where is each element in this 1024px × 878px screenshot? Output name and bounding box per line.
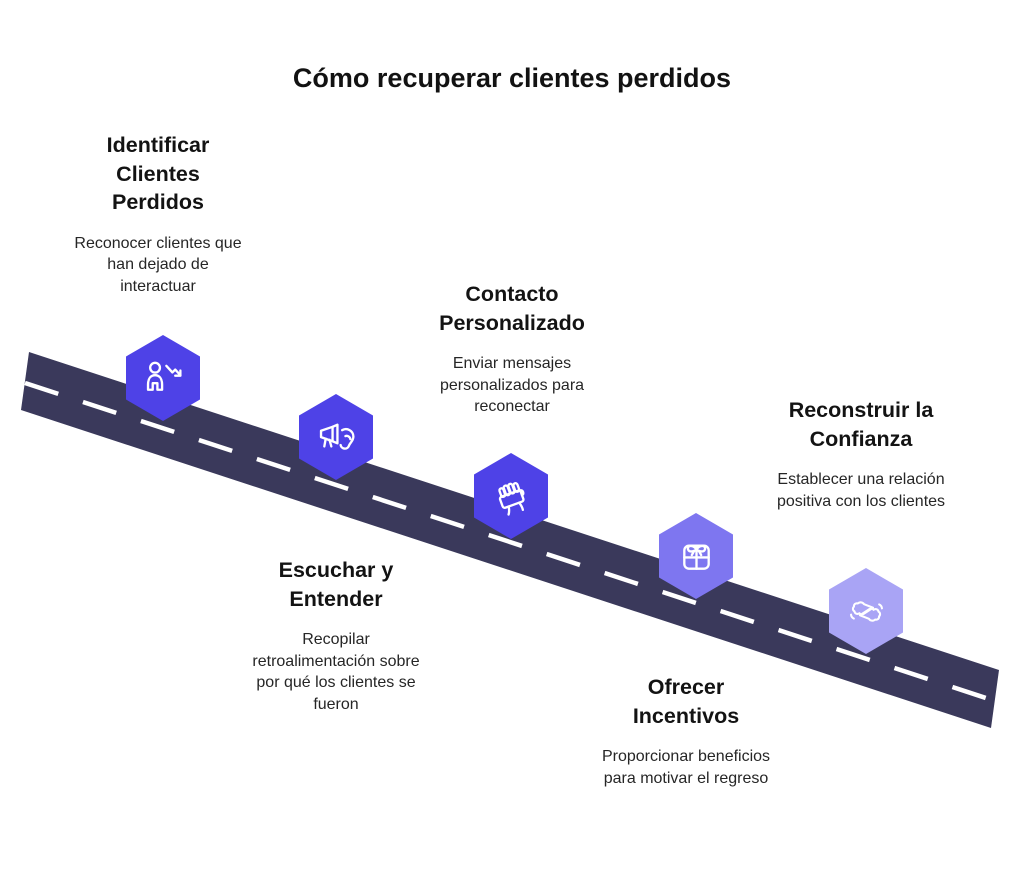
step-title: Ofrecer Incentivos xyxy=(632,675,740,728)
step-title: Reconstruir la Confianza xyxy=(788,398,934,451)
step-description: Enviar mensajes personalizados para reco… xyxy=(439,355,585,415)
megaphone-ear-icon xyxy=(319,423,355,450)
step-description: Establecer una relación positiva con los… xyxy=(776,471,946,510)
infographic-title: Cómo recuperar clientes perdidos xyxy=(292,63,732,93)
gift-icon xyxy=(682,544,710,570)
milestone-hex-2 xyxy=(299,394,373,480)
step-block-5: Reconstruir la Confianza Establecer una … xyxy=(772,396,950,512)
step-block-2: Escuchar y Entender Recopilar retroalime… xyxy=(247,556,425,715)
step-description: Reconocer clientes que han dejado de int… xyxy=(74,234,242,295)
step-title: Contacto Personalizado xyxy=(439,282,585,335)
step-block-4: Ofrecer Incentivos Proporcionar benefici… xyxy=(597,673,775,789)
step-description: Proporcionar beneficios para motivar el … xyxy=(601,748,771,787)
step-title: Identificar Clientes Perdidos xyxy=(106,133,210,214)
step-block-1: Identificar Clientes Perdidos Reconocer … xyxy=(69,131,247,297)
milestone-hex-1 xyxy=(126,335,200,421)
hand-holding-phone-icon xyxy=(497,481,525,516)
customer-decline-icon xyxy=(146,361,182,391)
road-center-dashes xyxy=(24,380,996,704)
hands-trust-icon xyxy=(849,600,883,622)
step-block-3: Contacto Personalizado Enviar mensajes p… xyxy=(423,280,601,418)
step-description: Recopilar retroalimentación sobre por qu… xyxy=(252,631,420,713)
step-title: Escuchar y Entender xyxy=(278,558,394,611)
